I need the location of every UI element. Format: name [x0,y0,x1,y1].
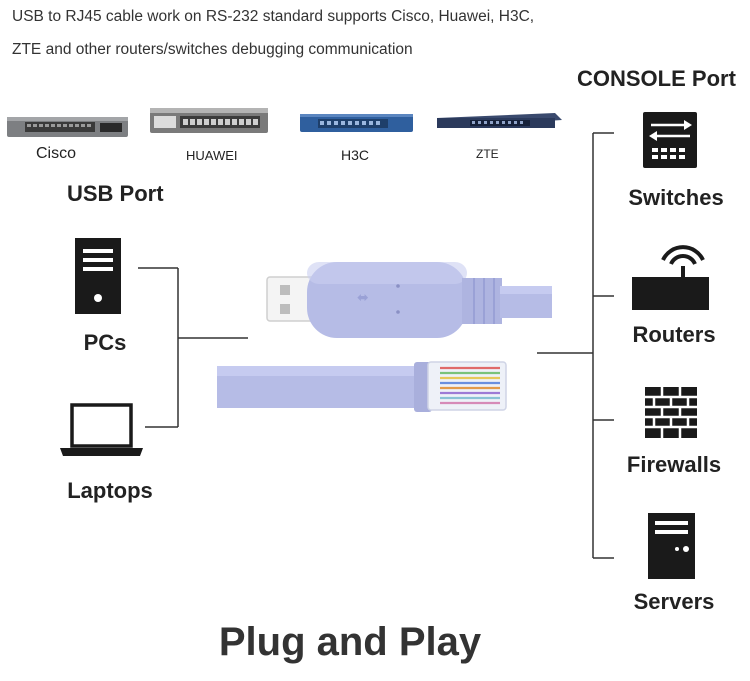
pc-tower-icon [75,238,121,314]
firewalls-label: Firewalls [626,452,722,477]
usb-plug-image: ⬌ [266,262,552,338]
router-icon [632,245,709,310]
usb-port-heading: USB Port [67,181,164,206]
brand-label-cisco: Cisco [36,145,77,162]
h3c-switch-image [300,114,413,132]
firewall-icon [645,387,697,438]
usb-connector-lines [138,267,248,428]
laptops-label: Laptops [67,478,153,503]
description-line-2: ZTE and other routers/switches debugging… [12,41,413,58]
description-line-1: USB to RJ45 cable work on RS-232 standar… [12,8,535,25]
rj45-plug-image [217,361,507,412]
pcs-label: PCs [83,330,127,355]
servers-label: Servers [633,589,715,614]
svg-text:⬌: ⬌ [357,290,369,306]
plug-and-play-title: Plug and Play [218,620,482,664]
routers-label: Routers [632,322,716,347]
laptop-icon [60,403,143,456]
cisco-switch-image [7,117,128,137]
brand-label-zte: ZTE [476,147,499,161]
huawei-switch-image [150,108,268,133]
brand-label-h3c: H3C [341,147,370,163]
zte-switch-image [437,113,562,128]
console-port-heading: CONSOLE Port [577,66,736,91]
console-connector-lines [537,132,614,559]
server-icon [648,513,695,579]
switch-icon [643,112,697,168]
switches-label: Switches [628,185,724,210]
brand-label-huawei: HUAWEI [186,148,238,163]
